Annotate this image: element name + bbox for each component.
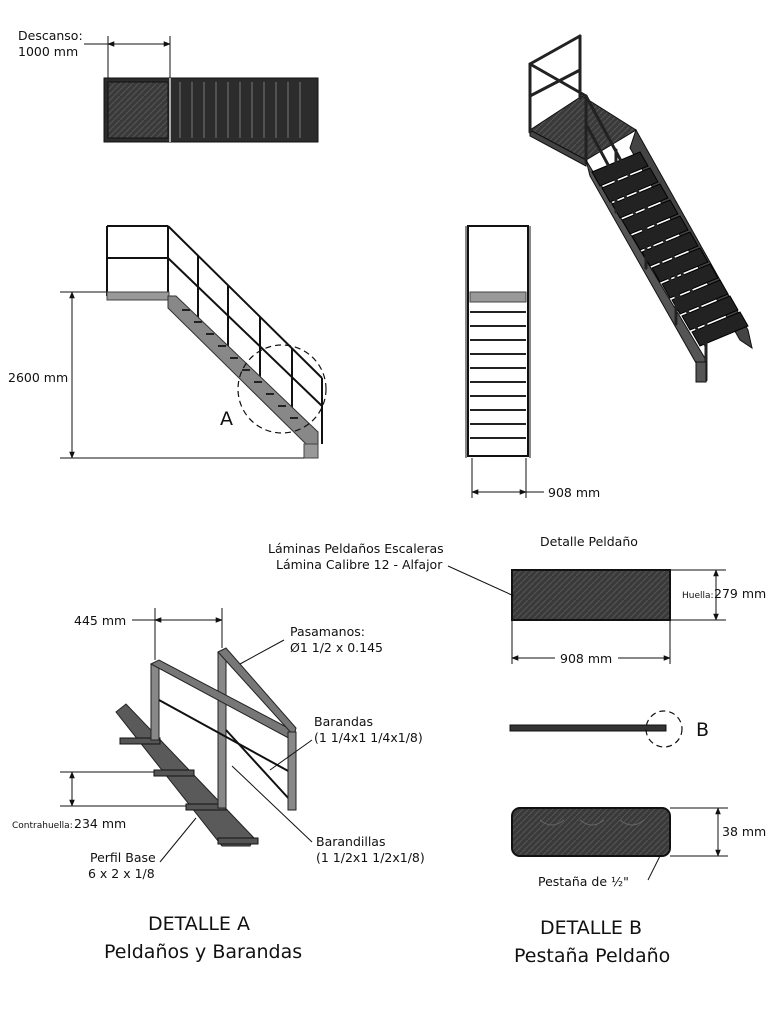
flange-height-label: 38 mm [722,824,766,839]
detail-b-subtitle: Pestaña Peldaño [514,945,670,967]
step-detail-drawing [447,565,726,748]
isometric-view [528,34,753,383]
height-label: 2600 mm [8,370,68,385]
huella-value: 279 mm [714,586,766,601]
detail-a-drawing [60,608,313,863]
side-view [60,225,327,459]
barandas-label: Barandas [314,714,373,729]
perfil-label: Perfil Base [90,850,156,865]
detail-a-subtitle: Peldaños y Barandas [104,941,302,963]
descanso-value: 1000 mm [18,44,78,59]
pestana-label: Pestaña de ½" [538,874,629,889]
laminas-label: Láminas Peldaños Escaleras [268,541,444,556]
spacing-label: 445 mm [74,613,126,628]
pasamanos-spec: Ø1 1/2 x 0.145 [290,640,383,655]
laminas-spec: Lámina Calibre 12 - Alfajor [276,557,443,572]
barandillas-label: Barandillas [316,834,385,849]
huella-label: Huella: [682,591,714,601]
pasamanos-label: Pasamanos: [290,624,365,639]
contrahuella-value: 234 mm [74,816,126,831]
barandillas-spec: (1 1/2x1 1/2x1/8) [316,850,425,865]
barandas-spec: (1 1/4x1 1/4x1/8) [314,730,423,745]
descanso-label: Descanso: [18,28,83,43]
contrahuella-label: Contrahuella: [12,821,73,831]
perfil-spec: 6 x 2 x 1/8 [88,866,155,881]
callout-b: B [696,719,709,741]
callout-a: A [220,408,233,430]
detail-b-title: DETALLE B [540,917,642,939]
top-view [84,36,319,143]
front-width-label: 908 mm [548,485,600,500]
step-width-label: 908 mm [560,651,612,666]
step-detail-title: Detalle Peldaño [540,534,638,549]
front-view [465,225,544,498]
detail-a-title: DETALLE A [148,913,250,935]
detail-b-drawing [511,807,728,881]
